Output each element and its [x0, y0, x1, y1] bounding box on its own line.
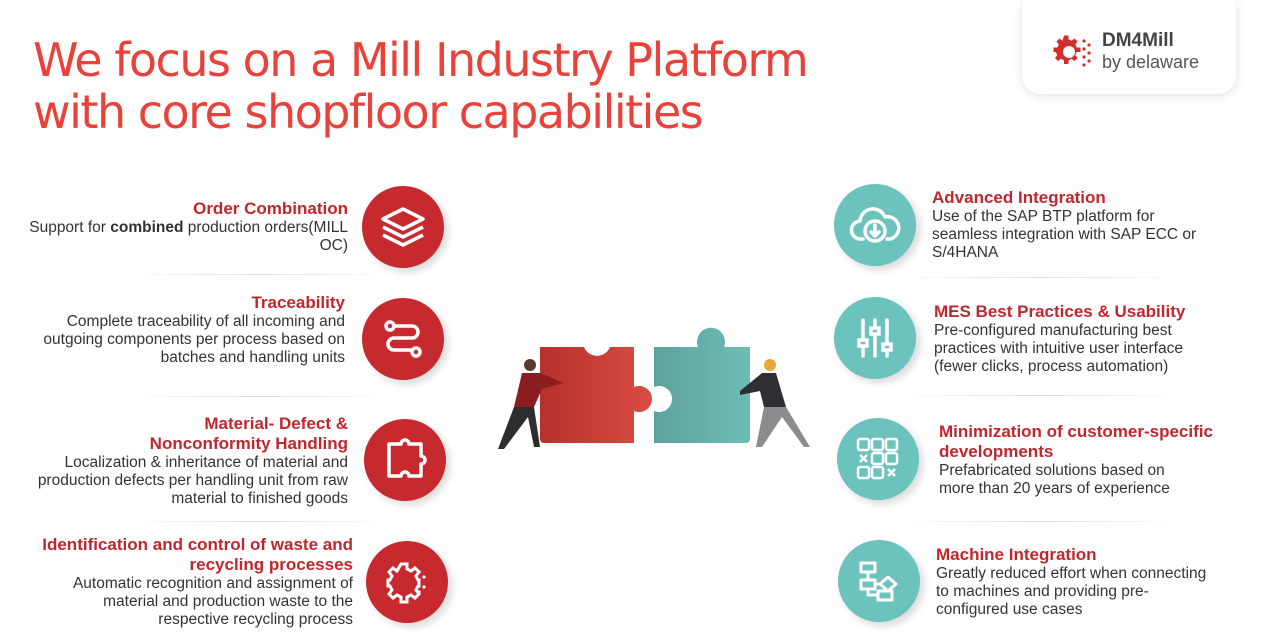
feature-title: Identification and control of waste and …: [42, 535, 353, 574]
gear-dots-icon: [366, 541, 448, 623]
feature-defect-handling: Material- Defect & Nonconformity Handlin…: [28, 414, 348, 508]
feature-text: Pre-configured manufacturing best practi…: [934, 322, 1183, 375]
feature-text: Automatic recognition and assignment of …: [72, 575, 353, 628]
divider: [130, 274, 390, 275]
logo-card: DM4Mill by delaware: [1022, 0, 1236, 94]
route-icon: [362, 298, 444, 380]
teal-puzzle-piece: [654, 327, 750, 443]
feature-machine-integration: Machine Integration Greatly reduced effo…: [936, 545, 1226, 619]
feature-text: Support for combined production orders(M…: [29, 219, 348, 254]
person-left: [498, 359, 564, 449]
feature-title: Traceability: [251, 293, 345, 312]
feature-title: MES Best Practices & Usability: [934, 302, 1186, 321]
layers-icon: [362, 186, 444, 268]
feature-title: Material- Defect & Nonconformity Handlin…: [149, 414, 348, 453]
title-line-1: We focus on a Mill Industry Platform: [33, 33, 809, 87]
feature-text: Use of the SAP BTP platform for seamless…: [932, 208, 1197, 261]
feature-mes-best-practices: MES Best Practices & Usability Pre-confi…: [934, 302, 1224, 376]
feature-text: Prefabricated solutions based on more th…: [939, 462, 1170, 497]
feature-waste-recycling: Identification and control of waste and …: [33, 535, 353, 629]
puzzle-piece-icon: [364, 419, 446, 501]
divider: [900, 277, 1180, 278]
divider: [900, 521, 1180, 522]
person-right: [740, 359, 810, 447]
feature-traceability: Traceability Complete traceability of al…: [25, 293, 345, 367]
feature-text: Complete traceability of all incoming an…: [43, 313, 345, 366]
feature-title: Machine Integration: [936, 545, 1097, 564]
feature-minimization-custom-dev: Minimization of customer-specific develo…: [939, 422, 1229, 498]
feature-order-combination: Order Combination Support for combined p…: [28, 199, 348, 255]
cloud-download-icon: [834, 184, 916, 266]
flowchart-icon: [838, 540, 920, 622]
feature-title: Advanced Integration: [932, 188, 1106, 207]
dm4mill-logo-icon: [1053, 35, 1091, 67]
sliders-icon: [834, 297, 916, 379]
feature-title: Order Combination: [193, 199, 348, 218]
grid-icon: [837, 418, 919, 500]
logo-sub: by delaware: [1102, 52, 1200, 72]
feature-text: Greatly reduced effort when connecting t…: [936, 565, 1207, 618]
title-line-2: with core shopfloor capabilities: [33, 85, 704, 139]
divider: [900, 395, 1180, 396]
red-puzzle-piece: [540, 347, 652, 443]
feature-title: Minimization of customer-specific develo…: [939, 422, 1213, 461]
divider: [130, 396, 390, 397]
divider: [130, 521, 390, 522]
puzzle-illustration: [498, 327, 810, 449]
feature-advanced-integration: Advanced Integration Use of the SAP BTP …: [932, 188, 1252, 262]
logo-name: DM4Mill: [1102, 30, 1174, 51]
feature-text: Localization & inheritance of material a…: [37, 454, 348, 507]
